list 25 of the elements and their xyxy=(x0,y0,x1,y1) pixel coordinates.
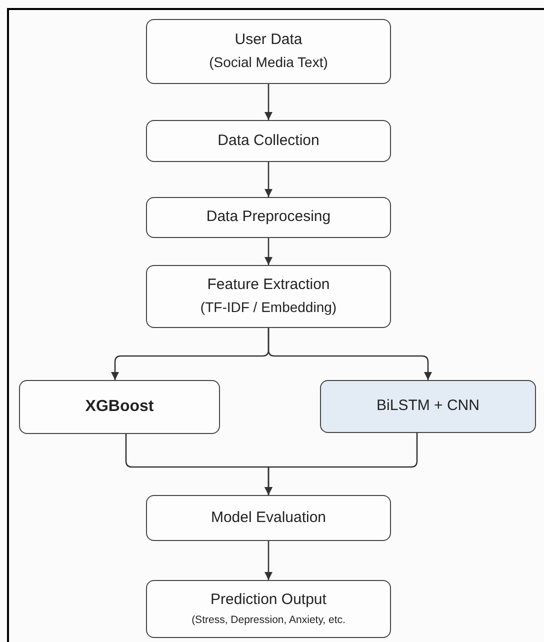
process-box xyxy=(146,265,391,328)
process-box xyxy=(146,19,391,84)
process-box xyxy=(146,580,391,638)
process-box xyxy=(146,197,391,238)
box-title: Model Evaluation xyxy=(210,508,326,528)
arrow xyxy=(264,238,272,265)
box-subtitle: (TF-IDF / Embedding) xyxy=(200,299,337,317)
box-title: Feature Extraction xyxy=(207,276,330,296)
box-title: XGBoost xyxy=(85,397,154,417)
box-title: User Data xyxy=(234,31,302,50)
box-subtitle: (Social Media Text) xyxy=(209,54,328,72)
arrow xyxy=(264,162,272,197)
arrow xyxy=(264,433,418,495)
box-title: BiLSTM + CNN xyxy=(376,397,480,416)
arrow xyxy=(268,328,432,380)
process-box xyxy=(19,380,220,434)
process-box xyxy=(146,495,391,541)
box-title: Data Collection xyxy=(218,132,320,150)
arrow xyxy=(264,84,272,120)
arrow xyxy=(264,541,272,580)
box-subtitle: (Stress, Depression, Anxiety, etc. xyxy=(192,614,346,627)
box-title: Data Preprocesing xyxy=(206,208,331,227)
box-title: Prediction Output xyxy=(210,591,326,610)
process-box xyxy=(146,120,391,162)
process-box xyxy=(320,380,536,433)
